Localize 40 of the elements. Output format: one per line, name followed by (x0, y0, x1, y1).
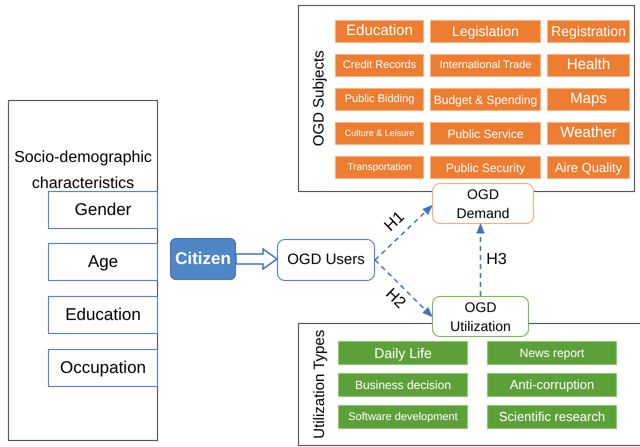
subject-tag: Health (547, 54, 630, 77)
dashed-arrow (374, 259, 433, 318)
process-box: OGD Utilization (432, 296, 529, 337)
panel-heading: OGD Subjects (310, 50, 329, 148)
panel-heading: Utilization Types (310, 329, 329, 441)
subject-tag: Registration (547, 20, 630, 43)
process-box: OGD Demand (432, 183, 534, 224)
edge-label: H2 (380, 286, 408, 313)
utilization-tag: Daily Life (338, 341, 468, 365)
subject-tag: Transportation (335, 156, 424, 179)
subject-tag: Culture & Leisure (335, 122, 424, 145)
process-box: OGD Users (277, 239, 375, 281)
subject-tag: Public Bidding (335, 88, 424, 111)
subject-tag: Legislation (430, 20, 541, 43)
utilization-tag: Business decision (338, 373, 468, 397)
group-panel (8, 100, 158, 441)
edge-label: H3 (486, 251, 507, 269)
subject-tag: Public Service (430, 122, 541, 145)
subject-tag: International Trade (430, 54, 541, 77)
utilization-tag: Anti-corruption (487, 373, 617, 397)
attribute-box: Age (48, 243, 158, 281)
edge-label: H1 (380, 208, 408, 236)
attribute-box: Education (48, 296, 158, 334)
subject-tag: Credit Records (335, 54, 424, 77)
attribute-box: Gender (48, 191, 158, 229)
subject-tag: Maps (547, 88, 630, 111)
subject-tag: Aire Quality (547, 156, 630, 179)
block-arrow (235, 248, 278, 270)
panel-heading: Socio-demographic characteristics (13, 148, 153, 194)
subject-tag: Education (335, 20, 424, 43)
utilization-tag: Software development (338, 405, 468, 429)
attribute-box: Occupation (48, 349, 158, 387)
utilization-tag: Scientific research (487, 405, 617, 429)
dashed-arrow (476, 222, 485, 296)
utilization-tag: News report (487, 341, 617, 365)
subject-tag: Budget & Spending (430, 88, 541, 111)
subject-tag: Public Security (430, 156, 541, 179)
dashed-arrow (374, 204, 433, 261)
citizen-box: Citizen (170, 238, 236, 280)
subject-tag: Weather (547, 122, 630, 145)
